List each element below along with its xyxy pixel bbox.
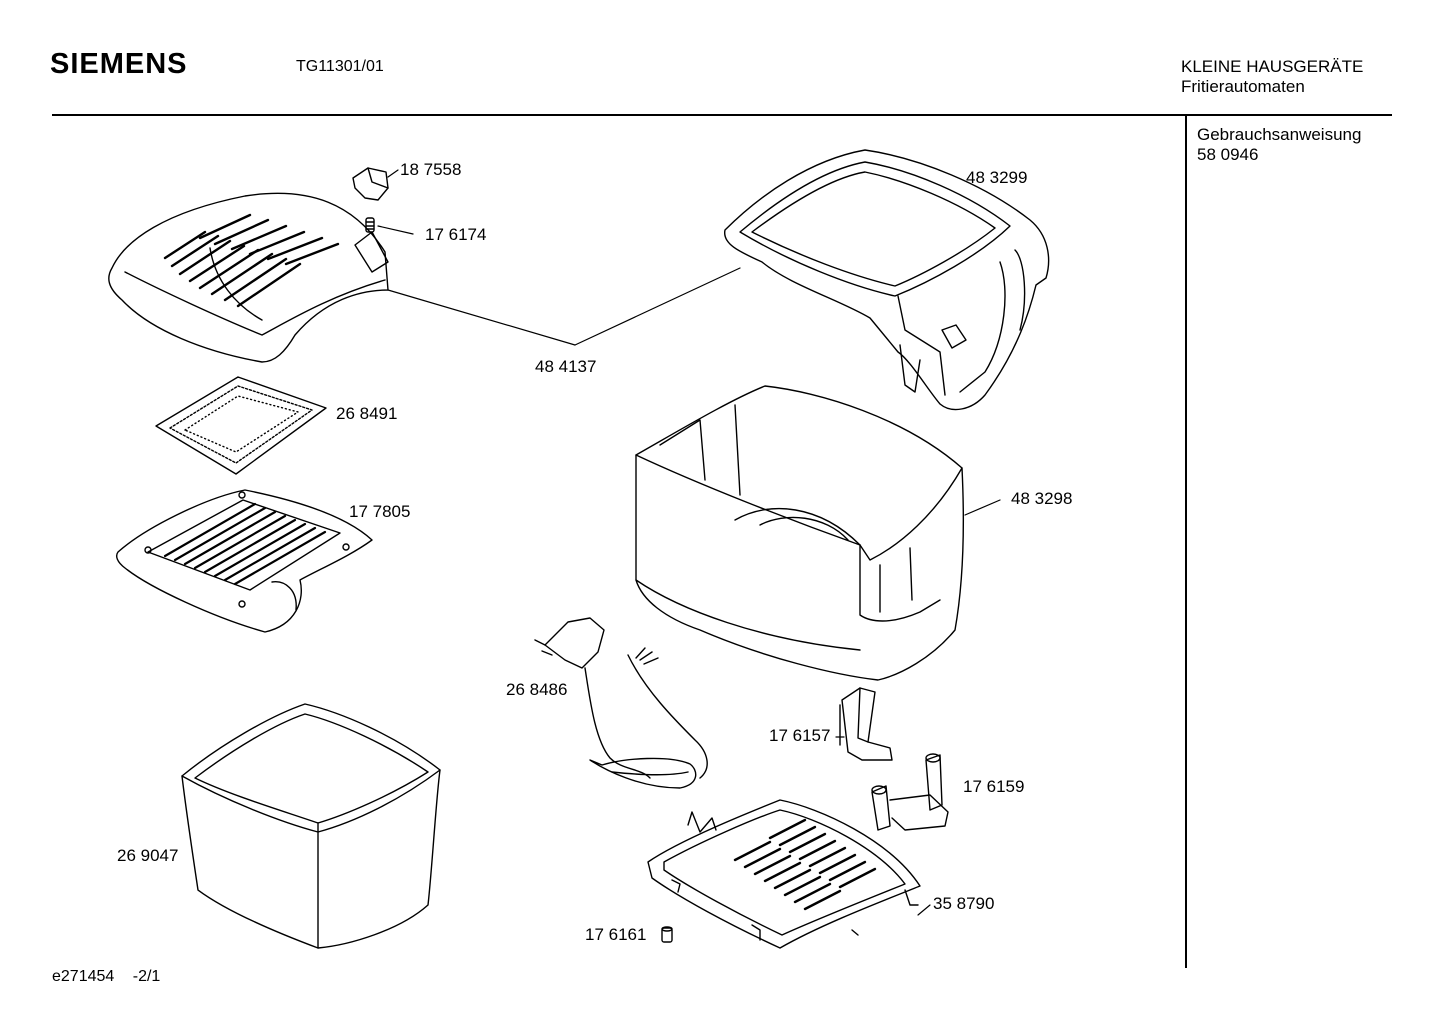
sidebar-doc-info: Gebrauchsanweisung 58 0946: [1197, 125, 1361, 165]
part-label: 26 8491: [336, 404, 398, 423]
page-indicator: -2/1: [132, 968, 161, 985]
upper-housing-part: [724, 149, 1050, 411]
base-plate-part: [647, 799, 921, 949]
filter-frame-part: [116, 489, 373, 633]
foot-part: [661, 926, 673, 943]
doc-number: 58 0946: [1197, 145, 1259, 164]
category-block: KLEINE HAUSGERÄTE Fritierautomaten: [1181, 57, 1363, 97]
part-label: 18 7558: [400, 160, 462, 179]
spring-part: [365, 217, 375, 233]
part-label: 17 6157: [769, 726, 831, 745]
bracket-part-b: [871, 753, 949, 831]
part-label: 26 9047: [117, 846, 179, 865]
part-label: 17 6174: [425, 225, 487, 244]
part-label: 48 4137: [535, 357, 597, 376]
footer-info: e271454 -2/1: [52, 968, 160, 986]
category-title: KLEINE HAUSGERÄTE: [1181, 57, 1364, 76]
part-label: 35 8790: [933, 894, 995, 913]
part-label: 48 3298: [1011, 489, 1073, 508]
category-subtitle: Fritierautomaten: [1181, 77, 1305, 96]
release-button-part: [352, 167, 389, 201]
leader-lines: [377, 169, 1001, 916]
doc-title: Gebrauchsanweisung: [1197, 125, 1362, 144]
inner-pot-part: [181, 703, 441, 949]
model-number: TG11301/01: [296, 58, 384, 75]
part-label: 17 6161: [585, 925, 647, 944]
part-label: 48 3299: [966, 168, 1028, 187]
power-cord-part: [534, 617, 708, 789]
sidebar-divider: [1185, 116, 1187, 968]
part-label: 26 8486: [506, 680, 568, 699]
lower-housing-part: [635, 385, 965, 681]
part-label: 17 7805: [349, 502, 411, 521]
part-label: 17 6159: [963, 777, 1025, 796]
lid-part: [108, 192, 389, 363]
brand-logo: SIEMENS: [50, 48, 188, 80]
filter-mat-part: [155, 376, 327, 475]
bracket-part-a: [839, 687, 893, 761]
drawing-id: e271454: [52, 968, 115, 985]
header-divider: [52, 114, 1392, 116]
